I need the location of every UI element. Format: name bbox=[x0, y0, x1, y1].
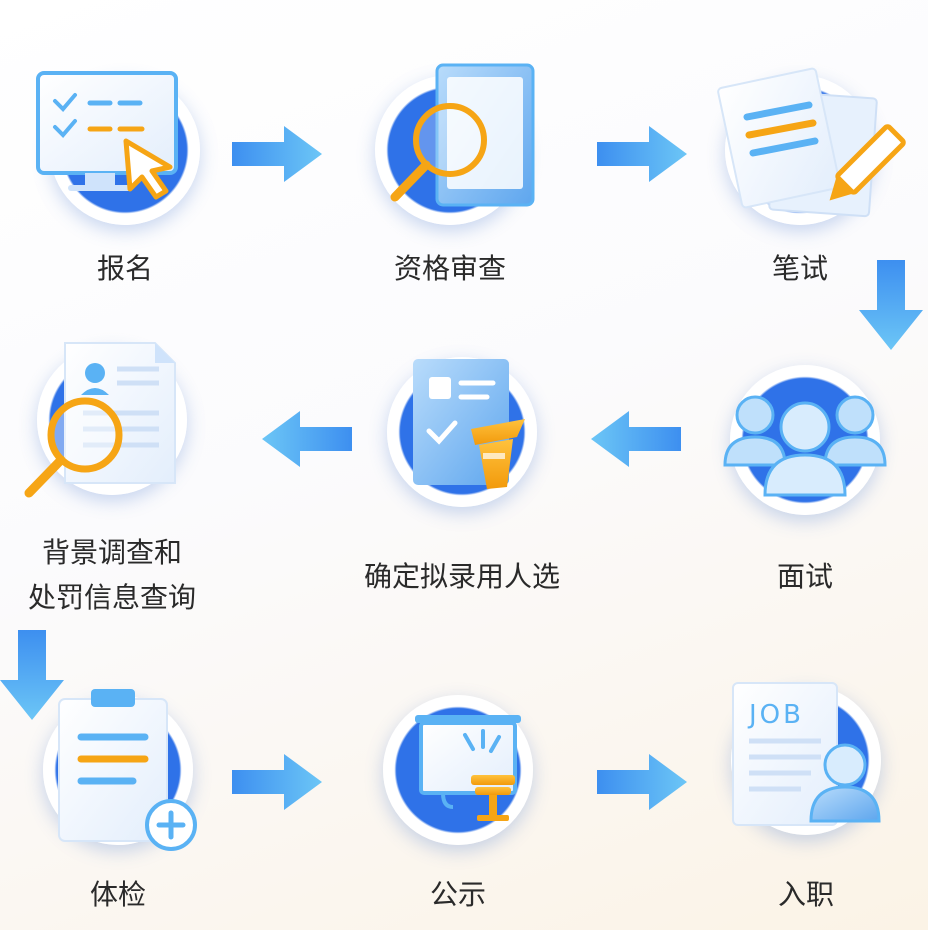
arrow-left-icon bbox=[262, 411, 352, 467]
step-label: 资格审查 bbox=[393, 252, 507, 285]
step-label-line-1: 背景调查和 bbox=[41, 536, 183, 569]
step-label-line-2: 处罚信息查询 bbox=[27, 581, 197, 614]
selection-gavel-icon bbox=[413, 359, 525, 489]
job-text: JOB bbox=[747, 700, 804, 730]
step-label: 入职 bbox=[777, 878, 835, 911]
step-label: 面试 bbox=[776, 560, 834, 593]
arrow-right-icon bbox=[232, 126, 322, 182]
step-label: 报名 bbox=[96, 252, 154, 285]
written-exam-icon bbox=[717, 67, 906, 218]
arrow-down-icon bbox=[0, 630, 64, 720]
arrow-left-icon bbox=[591, 411, 681, 467]
step-label: 体检 bbox=[89, 878, 147, 911]
job-onboarding-icon: JOB bbox=[732, 682, 881, 826]
arrow-right-icon bbox=[597, 754, 687, 810]
step-label: 确定拟录用人选 bbox=[363, 560, 561, 593]
arrow-right-icon bbox=[597, 126, 687, 182]
announcement-icon bbox=[415, 715, 521, 821]
arrow-right-icon bbox=[232, 754, 322, 810]
medical-exam-icon bbox=[58, 689, 197, 851]
document-magnifier-icon bbox=[390, 63, 535, 207]
arrow-down-icon bbox=[859, 260, 923, 350]
background-check-icon bbox=[24, 342, 176, 498]
step-label: 笔试 bbox=[771, 252, 829, 285]
registration-form-icon bbox=[36, 71, 178, 200]
step-label: 公示 bbox=[429, 878, 487, 911]
interview-people-icon bbox=[723, 395, 887, 497]
